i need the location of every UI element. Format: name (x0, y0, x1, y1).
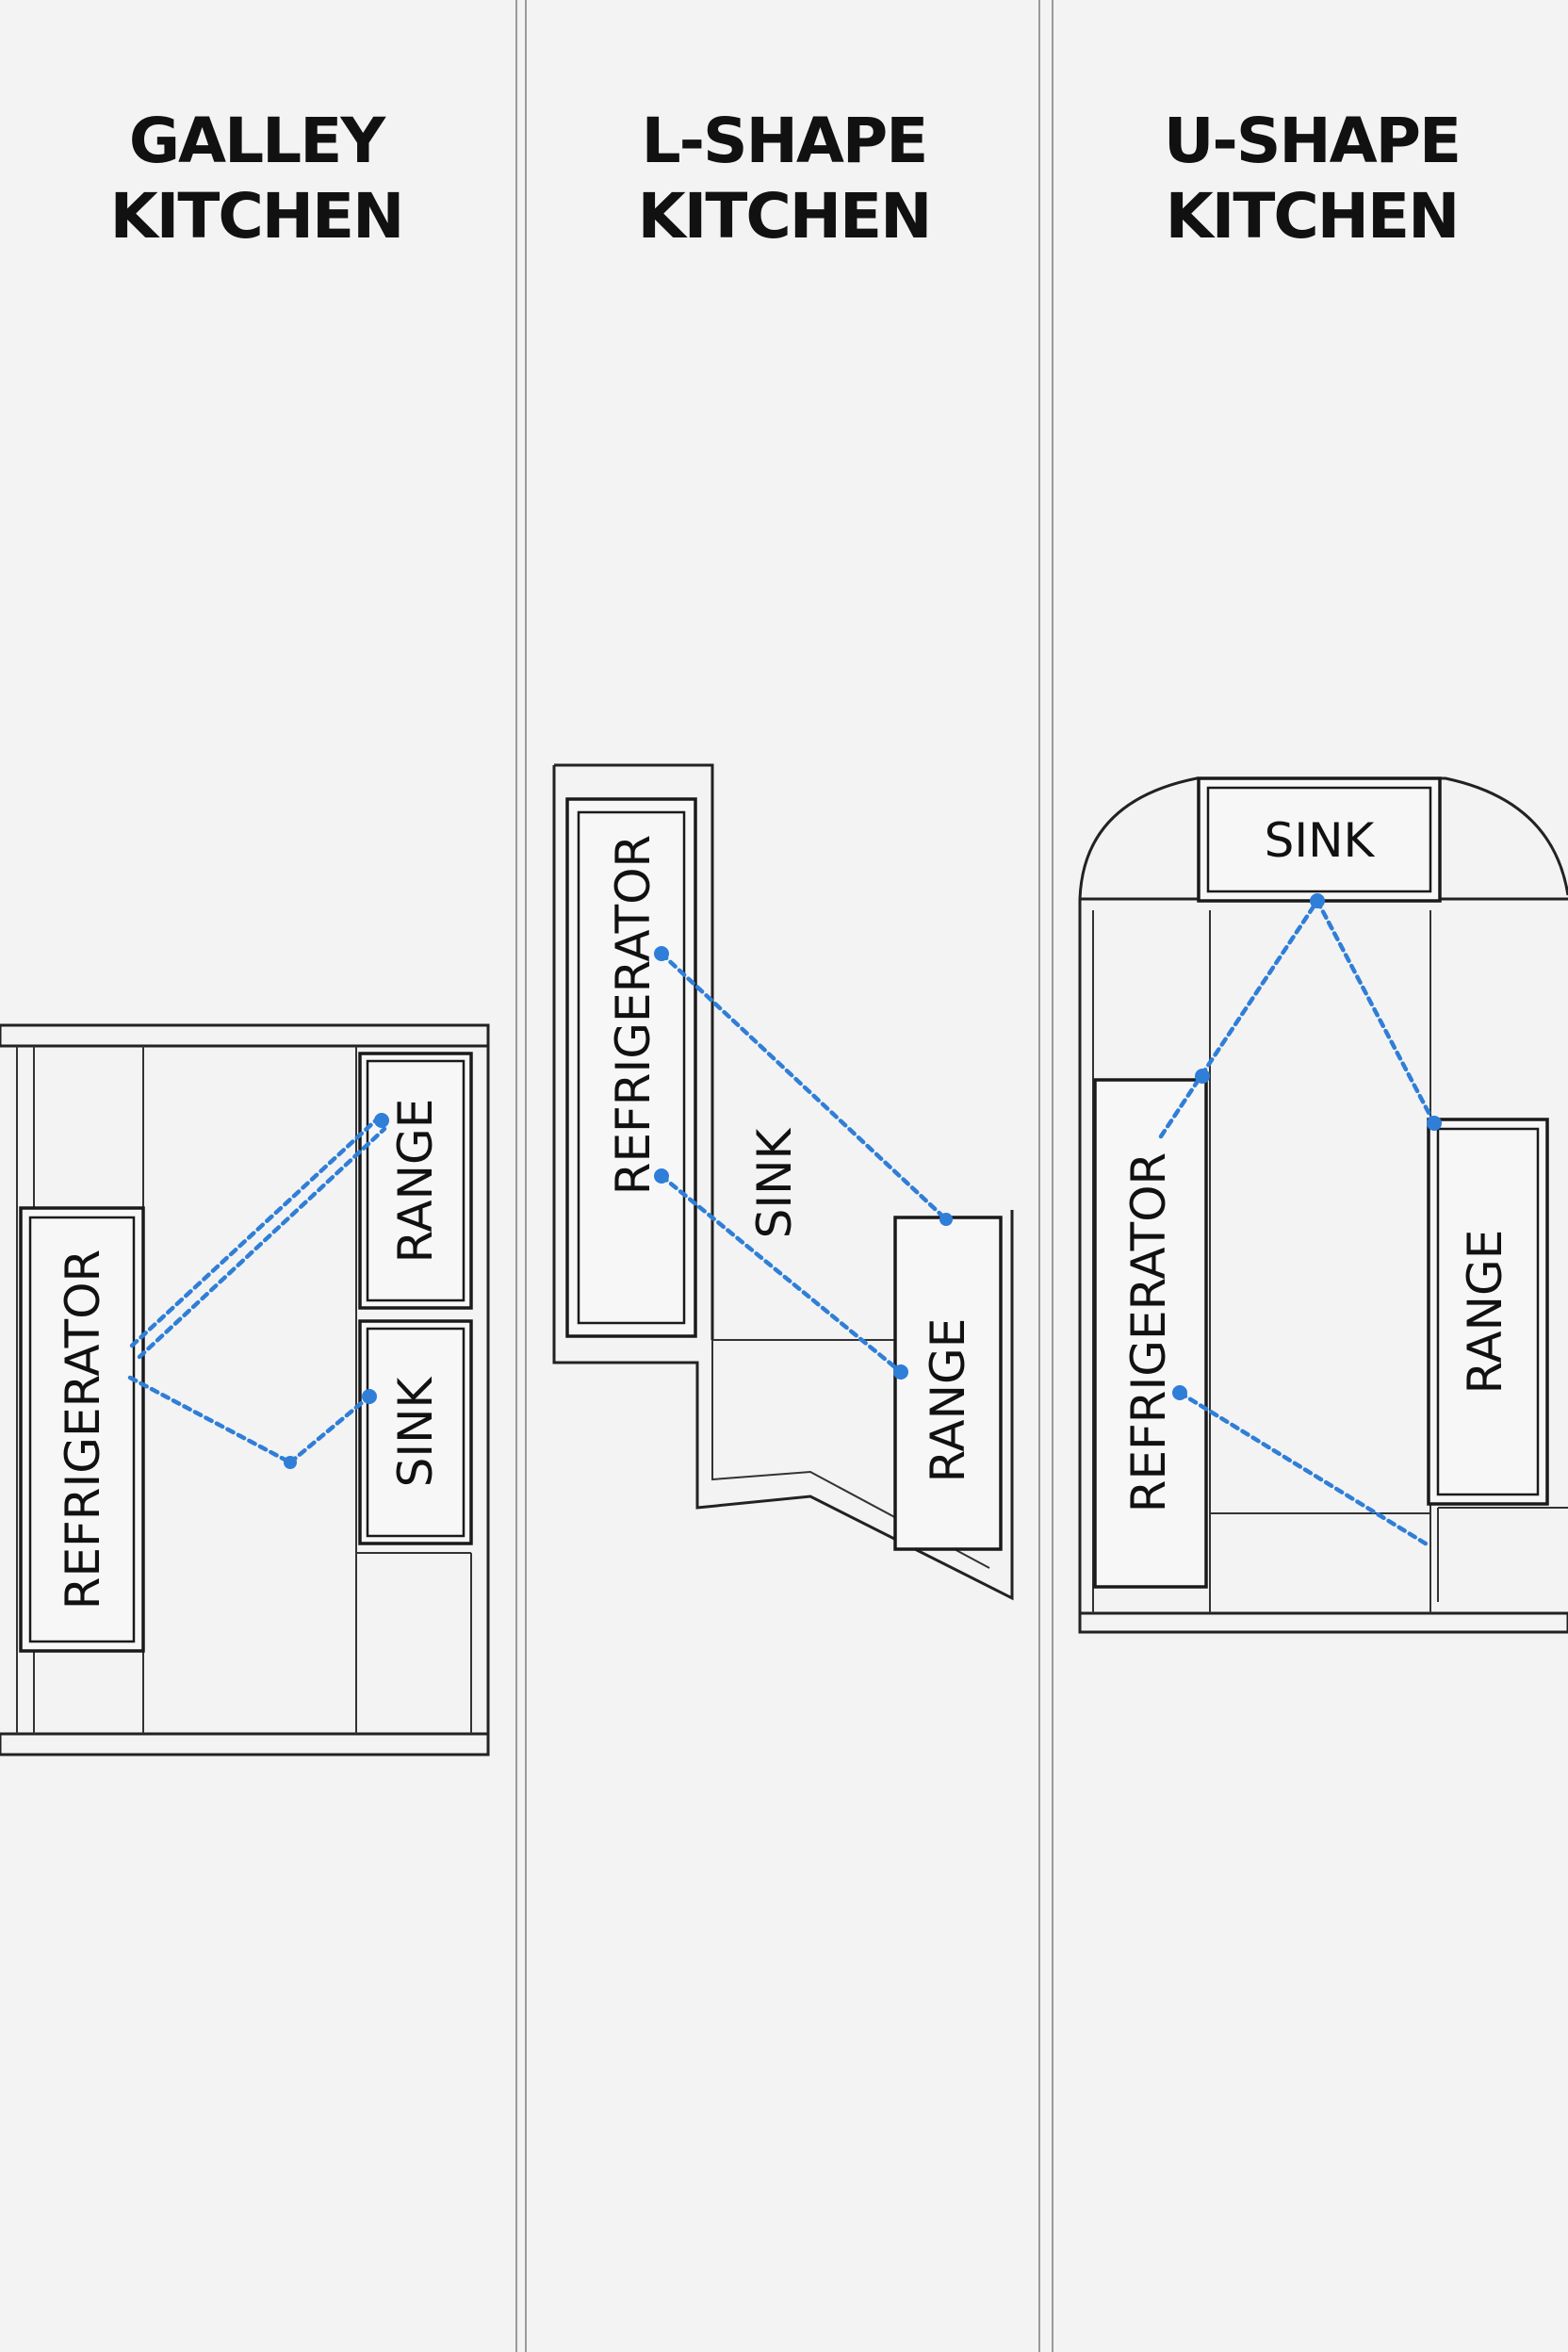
l-shape-panel: L-SHAPE KITCHEN REFRIGERATOR SINK RANGE (552, 105, 1014, 1601)
galley-triangle-fridge-turn (127, 1375, 293, 1465)
l-shape-range-point-2 (939, 1213, 953, 1226)
u-shape-range-label: RANGE (1458, 1230, 1512, 1395)
u-shape-triangle-fridge-sink (1158, 898, 1320, 1139)
u-shape-triangle-sink-range (1315, 898, 1437, 1126)
u-shape-floorplan: SINK REFRIGERATOR RANGE (1078, 776, 1568, 1634)
u-shape-range-point (1427, 1116, 1442, 1131)
l-shape-refrigerator (565, 797, 697, 1338)
u-shape-sink-label: SINK (1265, 813, 1376, 868)
u-shape-range (1427, 1118, 1549, 1506)
l-shape-fridge-point-2 (654, 1168, 669, 1184)
u-shape-range-inner (1436, 1127, 1540, 1496)
l-shape-triangle-fridge-sink-range (659, 1173, 904, 1375)
l-shape-triangle-fridge-range (659, 951, 949, 1222)
galley-triangle-fridge-range (129, 1115, 382, 1348)
galley-floorplan: REFRIGERATOR RANGE SINK (0, 1023, 490, 1756)
l-shape-title-line2: KITCHEN (638, 180, 931, 253)
l-shape-range-label: RANGE (921, 1318, 975, 1483)
galley-sink (358, 1319, 473, 1545)
galley-sink-point (362, 1389, 377, 1404)
u-shape-panel: U-SHAPE KITCHEN SINK REFRIGERATOR RANGE (1078, 105, 1568, 1634)
galley-sink-label: SINK (388, 1376, 443, 1487)
u-shape-refrigerator-label: REFRIGERATOR (1121, 1152, 1176, 1513)
l-shape-outer-wall-top (554, 763, 714, 1340)
u-shape-bottom-wall (1078, 1611, 1568, 1634)
l-shape-title-line1: L-SHAPE (642, 105, 927, 177)
galley-triangle-turn-sink (287, 1394, 372, 1465)
l-shape-refrigerator-label: REFRIGERATOR (606, 835, 661, 1196)
l-shape-refrigerator-inner (577, 810, 686, 1325)
galley-range-inner (366, 1059, 466, 1302)
u-shape-sink-inner (1206, 786, 1432, 893)
l-shape-outer-wall (552, 765, 1014, 1601)
galley-title-line2: KITCHEN (110, 180, 403, 253)
galley-bottom-wall (0, 1732, 490, 1756)
galley-work-triangle (127, 1113, 389, 1469)
l-shape-range-point (893, 1364, 908, 1380)
galley-panel: GALLEY KITCHEN REFRIGERATOR RANGE SINK (0, 105, 490, 1756)
l-shape-sink-label: SINK (747, 1127, 802, 1238)
galley-range (358, 1052, 473, 1310)
u-shape-title-line1: U-SHAPE (1164, 105, 1460, 177)
u-shape-fridge-point (1195, 1069, 1210, 1084)
u-shape-title-line2: KITCHEN (1166, 180, 1459, 253)
galley-sink-inner (366, 1327, 466, 1538)
l-shape-floorplan: REFRIGERATOR SINK RANGE (552, 763, 1014, 1601)
galley-title-line1: GALLEY (129, 105, 386, 177)
u-shape-fridge-point-2 (1172, 1385, 1187, 1400)
l-shape-range (893, 1216, 1003, 1551)
u-shape-triangle-fridge-range (1177, 1390, 1431, 1548)
u-shape-refrigerator (1093, 1078, 1208, 1589)
galley-range-label: RANGE (388, 1099, 443, 1264)
galley-turn-point (284, 1456, 297, 1469)
u-shape-sink (1197, 776, 1442, 903)
galley-refrigerator-inner (28, 1216, 136, 1643)
galley-top-wall (0, 1023, 490, 1048)
u-shape-work-triangle (1158, 893, 1442, 1548)
l-shape-work-triangle (654, 946, 953, 1380)
galley-refrigerator (19, 1206, 145, 1653)
galley-triangle-fridge-range-2 (137, 1126, 387, 1360)
u-shape-sink-point (1310, 893, 1325, 908)
galley-refrigerator-label: REFRIGERATOR (56, 1250, 110, 1610)
l-shape-fridge-point (654, 946, 669, 961)
galley-range-point (374, 1113, 389, 1128)
